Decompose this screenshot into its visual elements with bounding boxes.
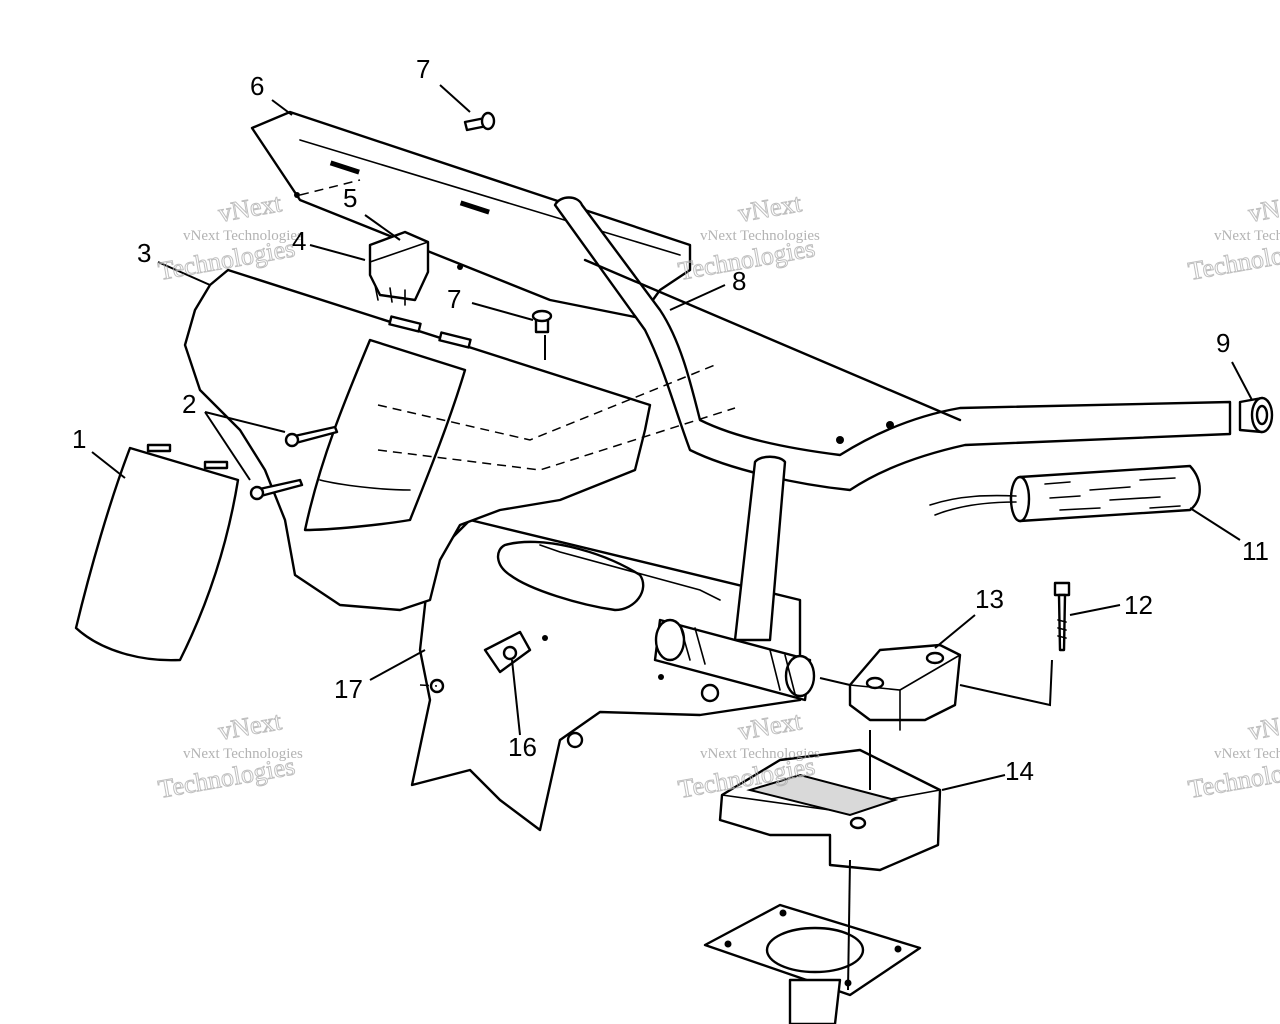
watermark-big-text: vNext — [216, 188, 284, 228]
callout-14: 14 — [1005, 756, 1034, 786]
callout-4: 4 — [292, 226, 306, 256]
callout-17: 17 — [334, 674, 363, 704]
callout-labels: 1 2 3 4 5 6 7 7 8 9 11 12 13 14 16 17 — [72, 54, 1269, 786]
part-1-side-panel — [74, 443, 240, 662]
callout-leaders — [91, 84, 1253, 791]
watermark-big-text: vNext — [216, 706, 284, 746]
steering-post — [653, 455, 816, 702]
watermark-small-text: vNext Technologies — [183, 746, 303, 762]
callout-6: 6 — [250, 71, 264, 101]
part-14-lower-clamp — [718, 748, 942, 872]
callout-8: 8 — [732, 266, 746, 296]
watermark-small-text: vNext Technologies — [700, 746, 820, 762]
callout-1: 1 — [72, 424, 86, 454]
watermark-small-text: vNext Technologies — [1214, 746, 1280, 762]
callout-16: 16 — [508, 732, 537, 762]
watermark-small-text: vNext Technologies — [700, 228, 820, 244]
part-12-bolt — [1053, 581, 1071, 652]
part-3-front-panel — [183, 264, 652, 612]
part-16-fastener — [483, 630, 532, 674]
base-plate — [703, 903, 922, 1024]
callout-11: 11 — [1242, 536, 1269, 566]
watermark-big-text: vNext — [736, 706, 804, 746]
callout-7-middle: 7 — [447, 284, 461, 314]
part-11-grip — [929, 464, 1201, 523]
part-7-fasteners — [463, 111, 553, 334]
watermark-big-text: vNext — [1246, 706, 1280, 746]
watermark-big-text: vNext — [1246, 188, 1280, 228]
callout-7-top: 7 — [416, 54, 430, 84]
watermark-small-text: vNext Technologies — [1214, 228, 1280, 244]
callout-12: 12 — [1124, 590, 1153, 620]
callout-9: 9 — [1216, 328, 1230, 358]
part-13-upper-clamp — [848, 643, 962, 731]
part-8-handlebar — [553, 196, 1232, 492]
assembly-lines — [299, 179, 1053, 991]
part-9-end-cap — [1238, 396, 1274, 434]
watermark-small-text: vNext Technologies — [183, 228, 303, 244]
part-17-steering-panel — [410, 518, 802, 832]
callout-13: 13 — [975, 584, 1004, 614]
part-2-screws — [249, 425, 339, 501]
callout-2: 2 — [182, 389, 196, 419]
part-5-switch — [368, 230, 430, 306]
callout-3: 3 — [137, 238, 151, 268]
watermark-big-text: vNext — [736, 188, 804, 228]
callout-5: 5 — [343, 183, 357, 213]
